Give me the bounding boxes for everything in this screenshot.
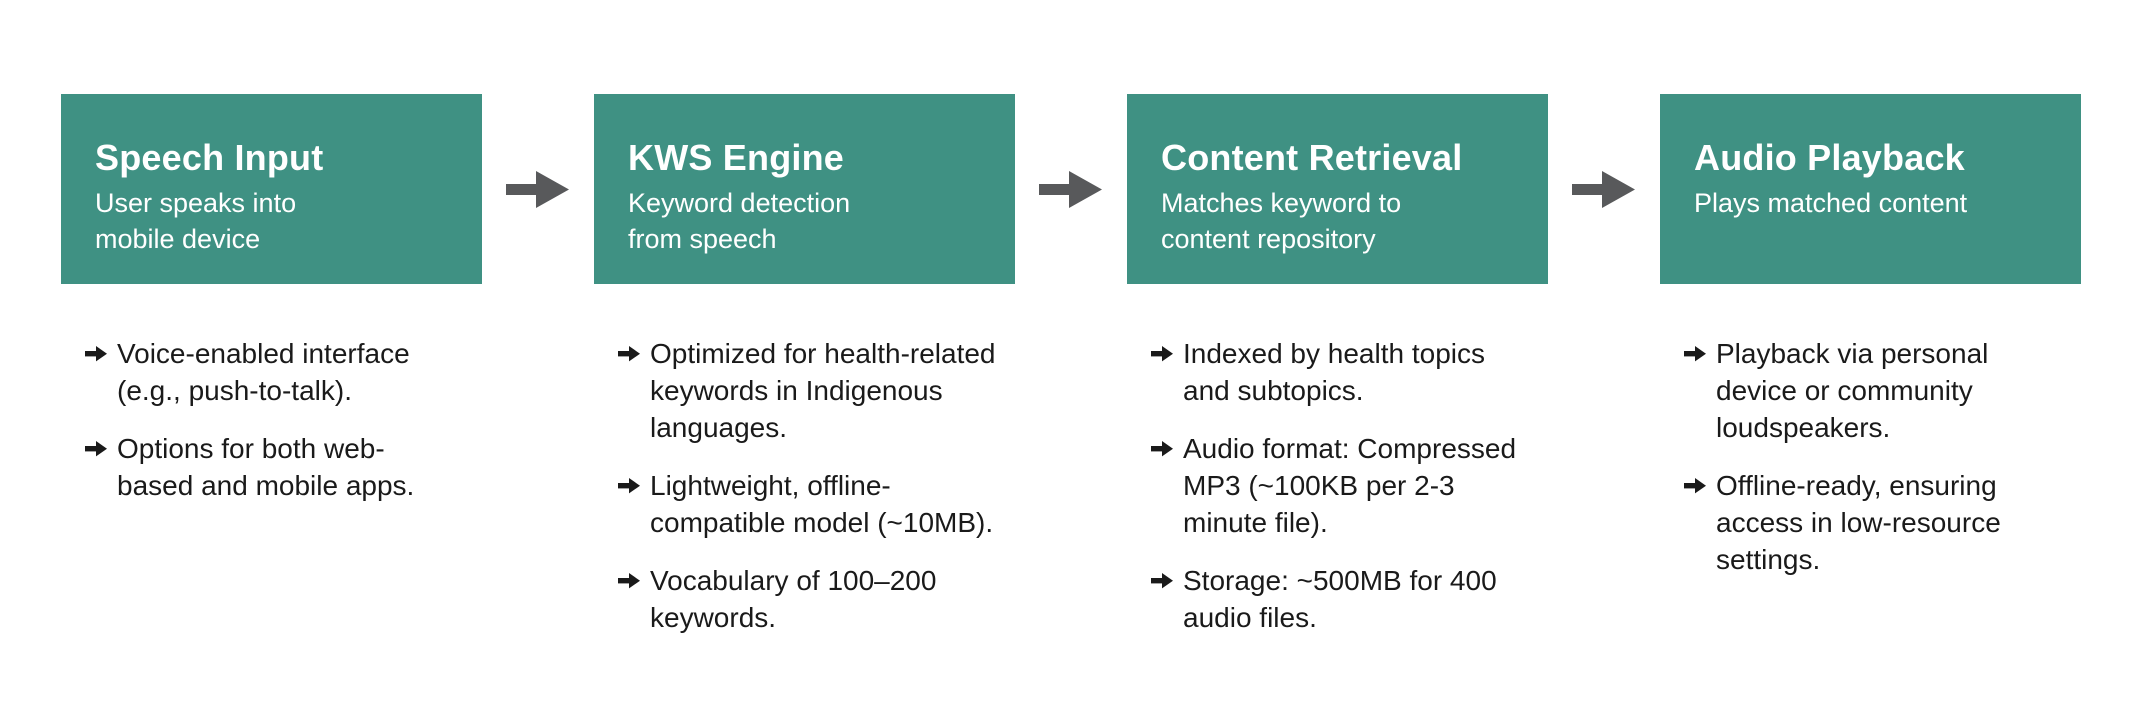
- step-title: Content Retrieval: [1161, 137, 1463, 178]
- step-subtitle: Keyword detection from speech: [628, 187, 851, 255]
- bullet-text: Options for both web- based and mobile a…: [117, 432, 415, 501]
- bullet-item: Voice-enabled interface (e.g., push-to-t…: [85, 336, 482, 410]
- bullet-arrow-icon: [85, 440, 107, 457]
- bullet-arrow-icon: [1151, 346, 1173, 362]
- bullet-text: Audio format: Compressed MP3 (~100KB per…: [1183, 432, 1517, 538]
- flow-arrow: [1039, 169, 1103, 209]
- bullet-arrow-icon: [618, 477, 640, 494]
- bullet-text: Offline-ready, ensuring access in low-re…: [1716, 469, 2001, 575]
- bullet-item: Vocabulary of 100–200 keywords.: [618, 563, 1015, 637]
- bullet-arrow-icon: [618, 346, 640, 362]
- step-title: Speech Input: [95, 137, 324, 178]
- step-title: KWS Engine: [628, 137, 844, 178]
- bullet-arrow-icon: [1151, 440, 1173, 457]
- flow-arrow: [506, 169, 570, 209]
- step-bullet-list: Playback via personal device or communit…: [1660, 336, 2081, 658]
- bullet-item: Storage: ~500MB for 400 audio files.: [1151, 563, 1548, 637]
- step-box: Content Retrieval Matches keyword to con…: [1127, 94, 1548, 284]
- step-title: Audio Playback: [1694, 137, 1965, 178]
- step-subtitle: Matches keyword to content repository: [1161, 187, 1402, 255]
- bullet-item: Optimized for health-related keywords in…: [618, 336, 1015, 447]
- right-arrow-icon: [1039, 171, 1102, 208]
- step-subtitle: User speaks into mobile device: [95, 187, 297, 255]
- bullet-item: Indexed by health topics and subtopics.: [1151, 336, 1548, 410]
- bullet-arrow-icon: [85, 346, 107, 362]
- step-bullet-list: Optimized for health-related keywords in…: [594, 336, 1015, 658]
- step-bullet-list: Indexed by health topics and subtopics. …: [1127, 336, 1548, 658]
- bullet-item: Offline-ready, ensuring access in low-re…: [1684, 468, 2081, 579]
- bullet-text: Vocabulary of 100–200 keywords.: [650, 564, 937, 633]
- bullet-text: Optimized for health-related keywords in…: [650, 338, 996, 443]
- step-box: Audio Playback Plays matched content: [1660, 94, 2081, 284]
- bullet-text: Playback via personal device or communit…: [1716, 338, 1989, 443]
- step-box: KWS Engine Keyword detection from speech: [594, 94, 1015, 284]
- step-subtitle: Plays matched content: [1694, 187, 1968, 218]
- bullet-text: Voice-enabled interface (e.g., push-to-t…: [117, 338, 410, 406]
- bullet-arrow-icon: [618, 572, 640, 589]
- right-arrow-icon: [506, 171, 569, 208]
- flow-arrow: [1572, 169, 1636, 209]
- bullet-item: Lightweight, offline- compatible model (…: [618, 468, 1015, 542]
- flow-diagram: Speech Input User speaks into mobile dev…: [61, 94, 2081, 658]
- bullet-text: Storage: ~500MB for 400 audio files.: [1183, 564, 1497, 633]
- bullet-text: Indexed by health topics and subtopics.: [1183, 338, 1485, 406]
- step-box: Speech Input User speaks into mobile dev…: [61, 94, 482, 284]
- bullet-item: Audio format: Compressed MP3 (~100KB per…: [1151, 431, 1548, 542]
- bullet-item: Playback via personal device or communit…: [1684, 336, 2081, 447]
- bullet-item: Options for both web- based and mobile a…: [85, 431, 482, 505]
- bullet-arrow-icon: [1684, 477, 1706, 494]
- step-bullet-list: Voice-enabled interface (e.g., push-to-t…: [61, 336, 482, 658]
- bullet-arrow-icon: [1684, 346, 1706, 362]
- bullet-arrow-icon: [1151, 572, 1173, 589]
- bullet-text: Lightweight, offline- compatible model (…: [650, 469, 994, 538]
- right-arrow-icon: [1572, 171, 1635, 208]
